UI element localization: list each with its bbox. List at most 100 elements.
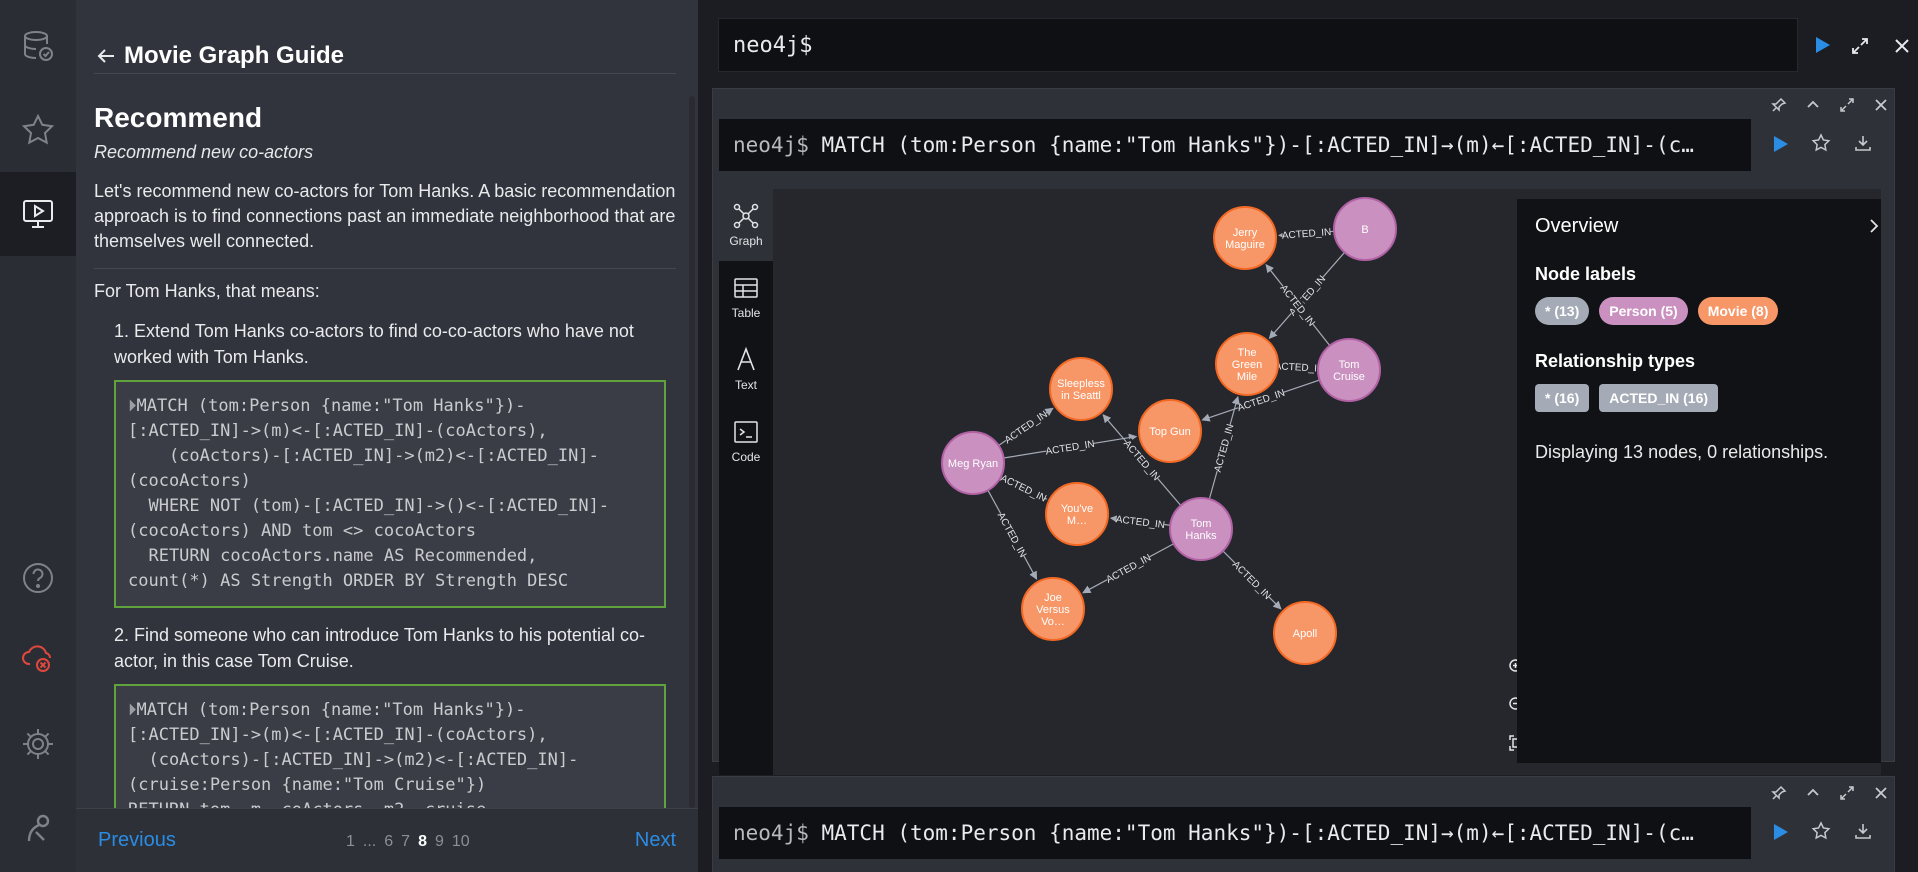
favorites-button[interactable] [0,88,76,172]
label-chip-2[interactable]: Movie (8) [1697,297,1779,325]
graph-icon [733,203,759,229]
relationship-label-bg [1104,551,1153,585]
code-icon [734,421,758,443]
graph-node-hanks[interactable] [1169,497,1233,561]
code-1-text: MATCH (tom:Person {name:"Tom Hanks"})- [… [128,396,610,591]
relationship-type-chips: * (16) ACTED_IN (16) [1535,384,1881,412]
frame-query[interactable]: neo4j$ MATCH (tom:Person {name:"Tom Hank… [719,807,1751,859]
page-10[interactable]: 10 [451,833,470,850]
relationship-types-heading: Relationship types [1535,351,1696,371]
node-caption: The [1238,347,1257,359]
tab-table-label: Table [731,306,761,320]
relationship-label-bg [1121,438,1163,483]
graph-node-topgun[interactable] [1138,399,1202,463]
graph-node-meg[interactable] [941,431,1005,495]
relationship-label-bg [1275,359,1324,375]
query-text: MATCH (tom:Person {name:"Tom Hanks"})-[:… [808,133,1694,157]
node-caption: Jerry [1233,227,1258,239]
overview-title: Overview [1535,215,1619,237]
node-caption: Vo… [1041,616,1065,628]
back-arrow-icon[interactable] [94,44,118,68]
pin-icon[interactable] [1771,97,1787,113]
relationship-label: ACTED_IN [1274,361,1324,375]
tab-text[interactable]: Text [719,333,773,405]
play-icon[interactable] [1811,34,1833,56]
close-icon[interactable] [1892,36,1912,56]
graph-canvas[interactable]: ACTED_IN ACTED_IN ACTED_IN ACTED_IN ACTED_IN… [773,189,1881,775]
settings-button[interactable] [0,702,76,786]
drawer-header: Movie Graph Guide [94,38,676,74]
page-6[interactable]: 6 [384,833,394,850]
relationship-label-bg [1002,408,1049,446]
graph-node-joe[interactable] [1021,577,1085,641]
step-1-text: 1. Extend Tom Hanks co-actors to find co… [114,321,634,367]
rerun-play-icon[interactable] [1769,821,1791,843]
query-editor[interactable]: neo4j$ [718,18,1798,72]
query-text: MATCH (tom:Person {name:"Tom Hanks"})-[:… [808,821,1694,845]
relationship-label: ACTED_IN [1230,559,1273,602]
frame-query[interactable]: neo4j$ MATCH (tom:Person {name:"Tom Hank… [719,119,1751,171]
graph-node-jerry[interactable] [1213,206,1277,270]
relationship-label: ACTED_IN [995,511,1028,560]
fullscreen-icon[interactable] [1839,785,1855,801]
page-9[interactable]: 9 [434,833,444,850]
view-switcher: Graph Table Text Code [719,189,773,775]
relationship-label-bg [1211,423,1236,473]
tab-table[interactable]: Table [719,261,773,333]
favorite-star-icon[interactable] [1811,821,1831,841]
table-icon [734,278,758,298]
node-caption: Top Gun [1149,426,1191,438]
next-button[interactable]: Next [634,829,676,851]
about-button[interactable] [0,786,76,870]
run-icon: ⏵ [128,396,137,416]
graph-node-apollo[interactable] [1273,601,1337,665]
chevron-right-icon[interactable] [1865,217,1881,235]
node-caption: Mile [1237,371,1257,383]
label-chip-0[interactable]: * (13) [1535,297,1590,325]
close-frame-icon[interactable] [1873,785,1889,801]
rel-chip-0[interactable]: * (16) [1535,384,1590,412]
page-7[interactable]: 7 [401,833,411,850]
previous-button[interactable]: Previous [98,829,176,851]
label-chip-1[interactable]: Person (5) [1599,297,1688,325]
drawer-title: Movie Graph Guide [124,41,345,69]
sidebar-rail [0,0,76,872]
code-block-1[interactable]: ⏵MATCH (tom:Person {name:"Tom Hanks"})- … [114,380,666,608]
collapse-icon[interactable] [1805,97,1821,113]
code-block-2[interactable]: ⏵MATCH (tom:Person {name:"Tom Hanks"})- … [114,684,666,808]
download-icon[interactable] [1853,821,1873,841]
relationship-label: ACTED_IN [1104,553,1153,586]
drawer-scrollbar[interactable] [689,96,695,808]
fullscreen-icon[interactable] [1839,97,1855,113]
help-button[interactable] [0,536,76,620]
graph-svg[interactable]: ACTED_IN ACTED_IN ACTED_IN ACTED_IN ACTED_IN… [773,189,1881,775]
guides-button[interactable] [0,172,76,256]
page-8[interactable]: 8 [418,833,427,850]
pin-icon[interactable] [1771,785,1787,801]
page-1[interactable]: 1 [346,833,355,850]
graph-node-cruise[interactable] [1317,338,1381,402]
node-caption: Hanks [1185,530,1217,542]
graph-node-sleepless[interactable] [1049,357,1113,421]
tab-graph[interactable]: Graph [719,189,773,261]
relationship-label-bg [1045,437,1095,458]
connection-status-button[interactable] [0,614,76,698]
main-stream: neo4j$ neo4j$ MATCH (tom:Person {name:"T… [698,0,1918,872]
node-caption: Meg Ryan [948,458,998,470]
graph-node-green[interactable] [1215,332,1279,396]
guide-content: Recommend Recommend new co-actors Let's … [94,96,676,808]
close-frame-icon[interactable] [1873,97,1889,113]
rerun-play-icon[interactable] [1769,133,1791,155]
query-prompt: neo4j$ [733,133,809,157]
favorite-star-icon[interactable] [1811,133,1831,153]
collapse-icon[interactable] [1805,785,1821,801]
expand-icon[interactable] [1850,36,1870,56]
relationship-label-bg [1236,386,1286,414]
database-button[interactable] [0,4,76,88]
graph-node-youve[interactable] [1045,482,1109,546]
tab-code[interactable]: Code [719,405,773,477]
download-icon[interactable] [1853,133,1873,153]
graph-node-b[interactable] [1333,197,1397,261]
rel-chip-1[interactable]: ACTED_IN (16) [1599,384,1719,412]
